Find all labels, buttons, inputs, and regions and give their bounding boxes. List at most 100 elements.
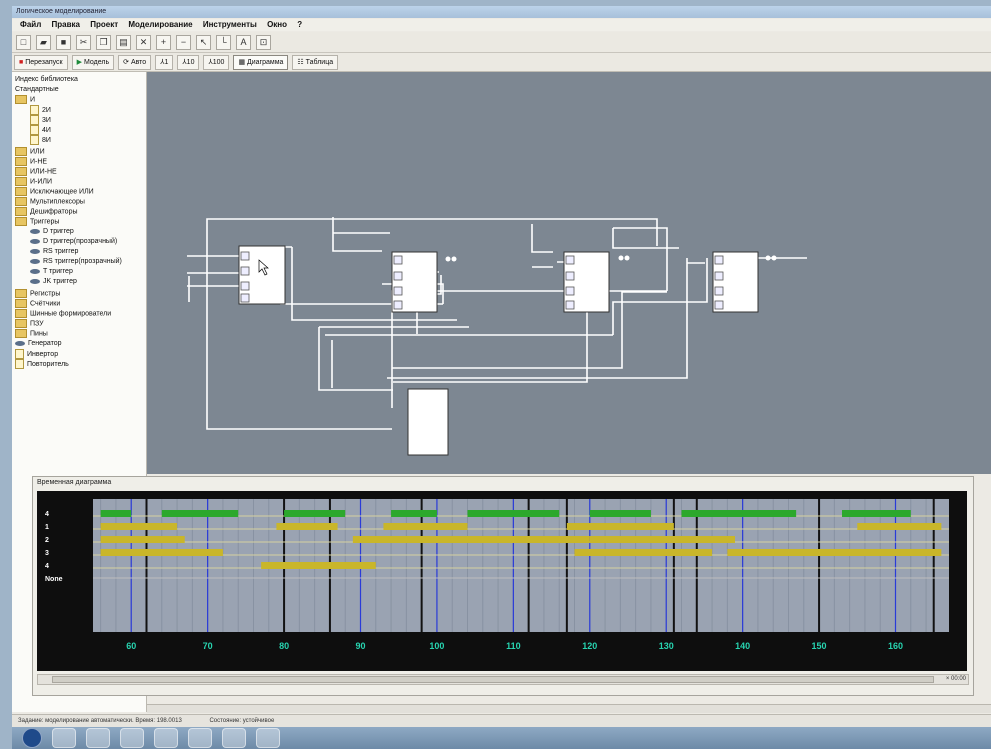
taskbar-app-icon[interactable] bbox=[188, 728, 212, 748]
new-icon[interactable]: □ bbox=[16, 34, 31, 50]
library-item[interactable]: 2И bbox=[30, 105, 51, 115]
status-right: Состояние: устойчивое bbox=[209, 718, 275, 724]
taskbar-browser-icon[interactable] bbox=[120, 728, 144, 748]
taskbar-app-icon[interactable] bbox=[256, 728, 280, 748]
menu-window[interactable]: Окно bbox=[267, 20, 288, 29]
signal-1-pulse bbox=[383, 523, 468, 530]
save-icon[interactable]: ■ bbox=[56, 34, 71, 50]
tick-label: 130 bbox=[659, 641, 674, 651]
library-item[interactable]: 4И bbox=[30, 125, 51, 135]
library-folder[interactable]: ПЗУ bbox=[15, 319, 44, 328]
menu-file[interactable]: Файл bbox=[20, 20, 42, 29]
wire-icon[interactable]: └ bbox=[216, 34, 231, 50]
repeater-icon bbox=[15, 359, 24, 369]
timing-area bbox=[93, 499, 949, 632]
library-item[interactable]: T триггер bbox=[30, 267, 73, 276]
step-100-button[interactable]: ⅄100 bbox=[203, 54, 230, 70]
canvas-scrollbar[interactable] bbox=[147, 704, 991, 713]
menu-simulation[interactable]: Моделирование bbox=[128, 20, 193, 29]
clock-signal-pulse bbox=[284, 510, 346, 517]
library-folder[interactable]: Пины bbox=[15, 329, 48, 338]
text-icon[interactable]: A bbox=[236, 34, 251, 50]
mouse-cursor-icon bbox=[258, 259, 269, 276]
menu-project[interactable]: Проект bbox=[90, 20, 119, 29]
row-label: None bbox=[45, 576, 63, 583]
diagram-icon: ▦ bbox=[238, 58, 246, 66]
library-folder[interactable]: И-ИЛИ bbox=[15, 177, 52, 186]
label-icon[interactable]: ⊡ bbox=[256, 34, 271, 50]
library-item[interactable]: RS триггер bbox=[30, 247, 78, 256]
library-folder[interactable]: И-НЕ bbox=[15, 157, 47, 166]
auto-button[interactable]: ⟳ Авто bbox=[118, 54, 152, 70]
library-item[interactable]: D триггер(прозрачный) bbox=[30, 237, 117, 246]
paste-icon[interactable]: ▤ bbox=[116, 34, 131, 50]
library-folder[interactable]: Мультиплексоры bbox=[15, 197, 85, 206]
timing-scrollbar[interactable]: × 00:00 bbox=[37, 674, 969, 685]
tick-label: 80 bbox=[279, 641, 289, 651]
open-icon[interactable]: ▰ bbox=[36, 34, 51, 50]
zoom-in-icon[interactable]: + bbox=[156, 34, 171, 50]
signal-4-pulse bbox=[261, 562, 376, 569]
taskbar-app-icon[interactable] bbox=[154, 728, 178, 748]
library-folder[interactable]: ИЛИ bbox=[15, 147, 45, 156]
model-button[interactable]: ▶ Модель bbox=[71, 54, 115, 70]
library-item[interactable]: JK триггер bbox=[30, 277, 77, 286]
copy-icon[interactable]: ❐ bbox=[96, 34, 111, 50]
library-item[interactable]: Генератор bbox=[15, 339, 62, 348]
library-standard[interactable]: Стандартные bbox=[15, 86, 59, 93]
menu-edit[interactable]: Правка bbox=[51, 20, 80, 29]
library-item[interactable]: Инвертор bbox=[15, 349, 58, 359]
taskbar-app-icon[interactable] bbox=[52, 728, 76, 748]
scroll-thumb[interactable] bbox=[52, 676, 934, 683]
signal-1-pulse bbox=[100, 523, 178, 530]
folder-icon bbox=[15, 329, 27, 338]
step-1-button[interactable]: ⅄1 bbox=[155, 54, 174, 70]
reset-button[interactable]: ■ Перезапуск bbox=[14, 54, 68, 70]
menu-tools[interactable]: Инструменты bbox=[202, 20, 257, 29]
menu-help[interactable]: ? bbox=[297, 20, 303, 29]
library-item[interactable]: 8И bbox=[30, 135, 51, 145]
select-icon[interactable]: ↖ bbox=[196, 34, 211, 50]
library-folder-and[interactable]: И bbox=[15, 95, 35, 104]
row-label: 4 bbox=[45, 563, 49, 570]
library-folder[interactable]: Исключающее ИЛИ bbox=[15, 187, 94, 196]
folder-icon bbox=[15, 289, 27, 298]
library-folder[interactable]: Шинные формирователи bbox=[15, 309, 111, 318]
schematic-canvas[interactable] bbox=[147, 72, 991, 474]
folder-icon bbox=[15, 299, 27, 308]
folder-icon bbox=[15, 95, 27, 104]
trigger-icon bbox=[30, 258, 40, 264]
counter-block bbox=[407, 388, 449, 456]
tab-diagram[interactable]: ▦ Диаграмма bbox=[233, 54, 289, 70]
stop-icon: ■ bbox=[19, 58, 24, 66]
library-folder[interactable]: Счётчики bbox=[15, 299, 60, 308]
step-10-button[interactable]: ⅄10 bbox=[177, 54, 200, 70]
library-item[interactable]: 3И bbox=[30, 115, 51, 125]
tab-table[interactable]: ☷ Таблица bbox=[292, 54, 339, 70]
trigger-icon bbox=[30, 238, 40, 244]
gate-icon bbox=[30, 115, 39, 125]
library-folder[interactable]: Дешифраторы bbox=[15, 207, 78, 216]
cut-icon[interactable]: ✂ bbox=[76, 34, 91, 50]
start-icon[interactable] bbox=[22, 728, 42, 748]
delete-icon[interactable]: ✕ bbox=[136, 34, 151, 50]
folder-icon bbox=[15, 177, 27, 186]
signal-1-pulse bbox=[857, 523, 942, 530]
library-folder-triggers[interactable]: Триггеры bbox=[15, 217, 59, 226]
taskbar-folder-icon[interactable] bbox=[86, 728, 110, 748]
library-item[interactable]: D триггер bbox=[30, 227, 74, 236]
trigger-icon bbox=[30, 268, 40, 274]
tick-label: 70 bbox=[203, 641, 213, 651]
library-folder[interactable]: Регистры bbox=[15, 289, 60, 298]
taskbar-app-icon[interactable] bbox=[222, 728, 246, 748]
folder-icon bbox=[15, 147, 27, 156]
library-folder[interactable]: ИЛИ-НЕ bbox=[15, 167, 57, 176]
row-label: 1 bbox=[45, 524, 49, 531]
signal-1-pulse bbox=[566, 523, 674, 530]
zoom-out-icon[interactable]: − bbox=[176, 34, 191, 50]
library-item[interactable]: RS триггер(прозрачный) bbox=[30, 257, 122, 266]
library-item[interactable]: Повторитель bbox=[15, 359, 69, 369]
library-title: Индекс библиотека bbox=[15, 76, 78, 83]
tick-label: 90 bbox=[355, 641, 365, 651]
